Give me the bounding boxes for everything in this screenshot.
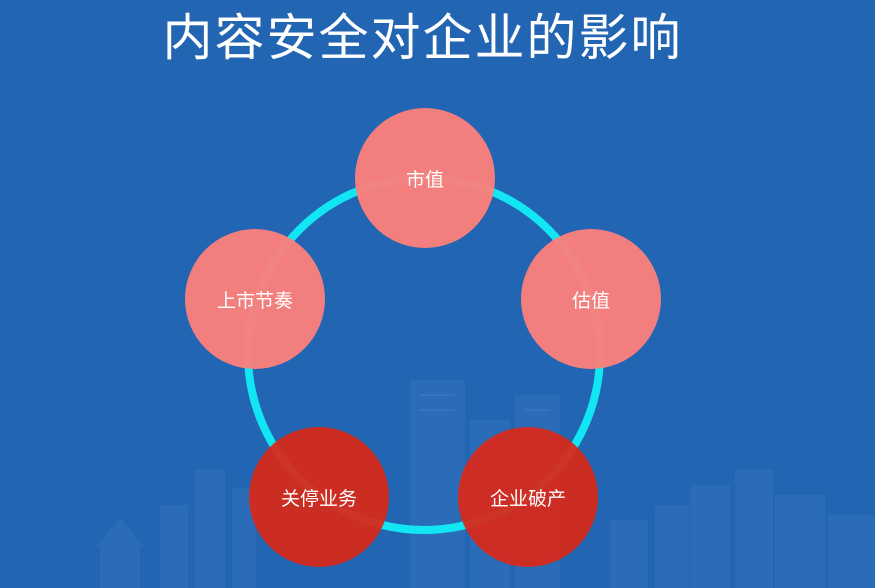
- node-business-shutdown: 关停业务: [249, 427, 389, 567]
- node-label: 企业破产: [489, 487, 566, 510]
- node-valuation: 估值: [521, 229, 661, 369]
- node-bankruptcy: 企业破产: [458, 427, 598, 567]
- node-label: 关停业务: [280, 487, 357, 510]
- page-title: 内容安全对企业的影响: [162, 9, 683, 67]
- node-label: 上市节奏: [216, 289, 293, 312]
- node-label: 市值: [405, 168, 444, 191]
- node-listing-pace: 上市节奏: [185, 229, 325, 369]
- node-market-value: 市值: [355, 108, 495, 248]
- node-label: 估值: [571, 289, 610, 312]
